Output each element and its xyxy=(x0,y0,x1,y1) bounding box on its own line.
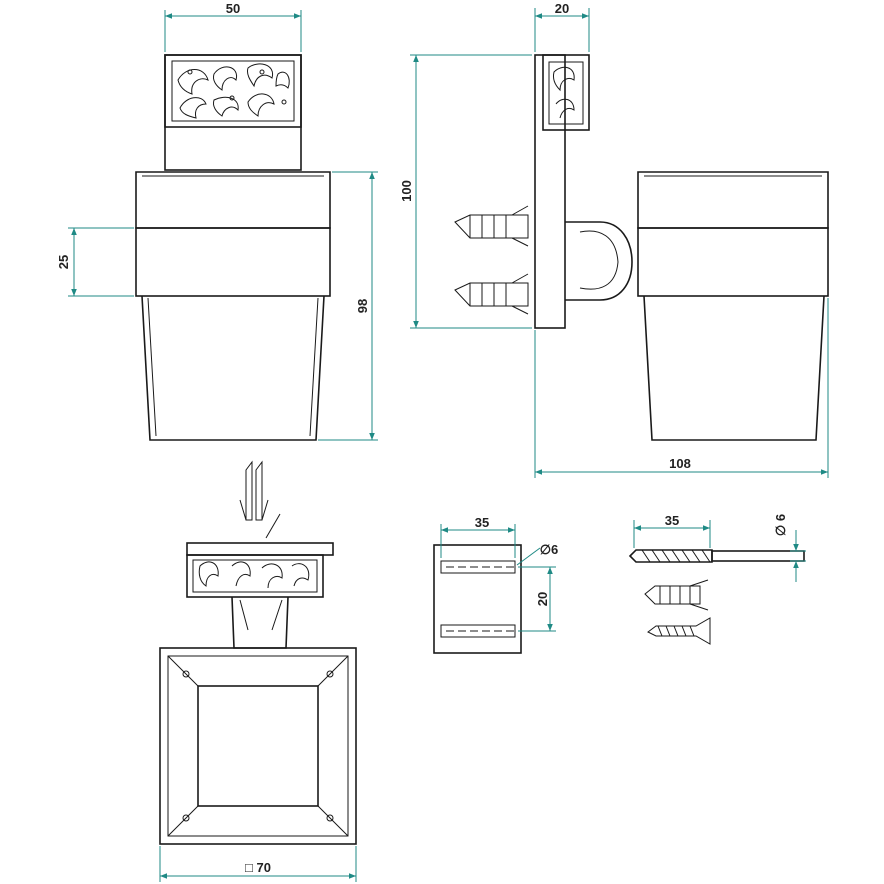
plate-edge xyxy=(186,542,334,556)
wall-anchor-top xyxy=(239,460,281,539)
side-view: 20 100 108 xyxy=(399,1,829,478)
drill-hole-lower xyxy=(440,624,516,638)
wall-plug-icon xyxy=(644,579,709,611)
dim-hole-diameter: ∅6 xyxy=(540,542,559,557)
cup-base xyxy=(159,647,357,845)
dim-bit-length: 35 xyxy=(665,513,679,528)
dim-cup-height: 98 xyxy=(355,299,370,313)
drilling-detail: 35 ∅6 20 xyxy=(433,515,559,654)
dim-base-square: □ 70 xyxy=(245,860,271,875)
wall-plate-profile xyxy=(534,54,566,329)
wall-anchor-lower xyxy=(454,273,529,315)
dim-height-total: 100 xyxy=(399,180,414,202)
hardware-detail: 35 ∅ 6 xyxy=(628,513,806,645)
dim-holder-width: 50 xyxy=(226,1,240,16)
support-arm xyxy=(565,221,633,301)
dim-hole-spacing: 20 xyxy=(535,592,550,606)
cup-body xyxy=(141,295,325,441)
cup-base-inner xyxy=(197,685,319,807)
cup-side-body xyxy=(643,295,825,441)
cup-rim xyxy=(135,171,331,229)
ornament-profile-icon xyxy=(548,61,584,125)
plate-top xyxy=(186,554,324,598)
cup-band xyxy=(135,227,331,297)
dim-wall-depth: 20 xyxy=(555,1,569,16)
cup-side-band xyxy=(637,227,829,297)
screw-icon xyxy=(647,617,711,645)
front-view: 50 25 98 xyxy=(56,1,378,441)
drill-bit-icon xyxy=(628,549,805,563)
dim-band-height: 25 xyxy=(56,255,71,269)
arm-top xyxy=(231,596,289,649)
top-view: □ 70 xyxy=(159,460,357,882)
ornament-panel xyxy=(171,60,295,122)
leaf-ornament-icon xyxy=(177,63,290,119)
dim-projection: 108 xyxy=(669,456,691,471)
dim-drill-depth: 35 xyxy=(475,515,489,530)
ornament-top-icon xyxy=(192,559,318,593)
wall-section xyxy=(433,544,522,654)
cup-side-rim xyxy=(637,171,829,229)
wall-anchor-upper xyxy=(454,205,529,247)
dim-bit-diameter: ∅ 6 xyxy=(773,514,788,536)
drill-hole-upper xyxy=(440,560,516,574)
